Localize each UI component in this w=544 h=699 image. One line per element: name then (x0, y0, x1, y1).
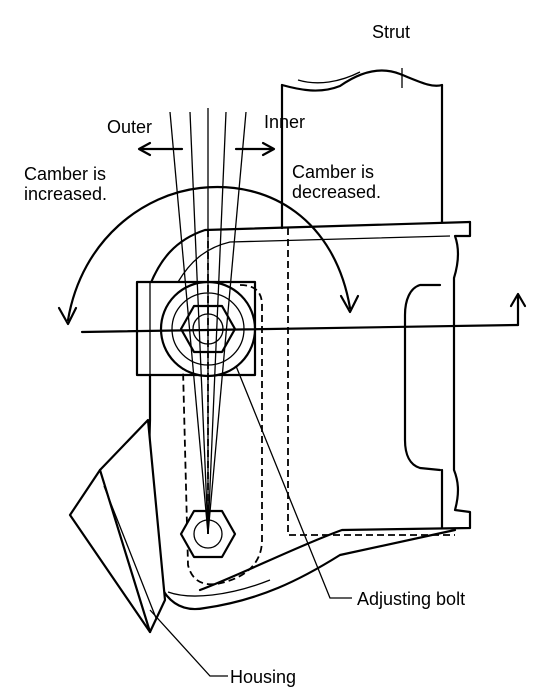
inner-label: Inner (264, 112, 305, 132)
housing-hidden-outline (181, 284, 263, 586)
strut-break-shade (297, 71, 361, 84)
camber-line-outer-1 (169, 111, 209, 535)
inner-arrow-head (261, 141, 276, 157)
rotation-arrow-head-right (339, 294, 360, 314)
knuckle (148, 220, 472, 611)
camber-decreased-label-line2: decreased. (292, 182, 381, 202)
camber-lines (169, 108, 247, 535)
camber-line-inner-2 (207, 111, 247, 535)
housing-plate-outer (98, 418, 167, 634)
camber-line-outer-2 (189, 111, 209, 535)
camber-increased-label-line2: increased. (24, 184, 107, 204)
strut (280, 69, 444, 230)
rotation-arrow-head-left (57, 306, 78, 326)
camber-line-inner-1 (207, 111, 227, 535)
strut-break-line (280, 69, 444, 92)
housing-leader (149, 609, 228, 677)
knuckle-right-flange (198, 220, 472, 592)
strut-label: Strut (372, 22, 410, 42)
outer-label: Outer (107, 117, 152, 137)
housing-plate (68, 418, 167, 634)
rotation-arrow-arc (66, 185, 352, 322)
flange-window (403, 283, 442, 472)
outer-arrow-head (137, 141, 152, 157)
knuckle-lower-inner (167, 579, 271, 597)
reference-arrow-head (509, 292, 527, 308)
knuckle-top-inner (177, 235, 451, 283)
housing-plate-face (68, 468, 152, 634)
horizontal-reference-line (80, 323, 520, 334)
adjusting-bolt-label: Adjusting bolt (357, 589, 465, 609)
camber-decreased-label-line1: Camber is (292, 162, 374, 182)
camber-increased-label-line1: Camber is (24, 164, 106, 184)
adjusting-bolt-leader (235, 365, 352, 599)
strut-hidden-outline (287, 228, 455, 536)
housing-label: Housing (230, 667, 296, 687)
housing-plate-edge (103, 485, 157, 619)
knuckle-top-edge (148, 220, 472, 287)
